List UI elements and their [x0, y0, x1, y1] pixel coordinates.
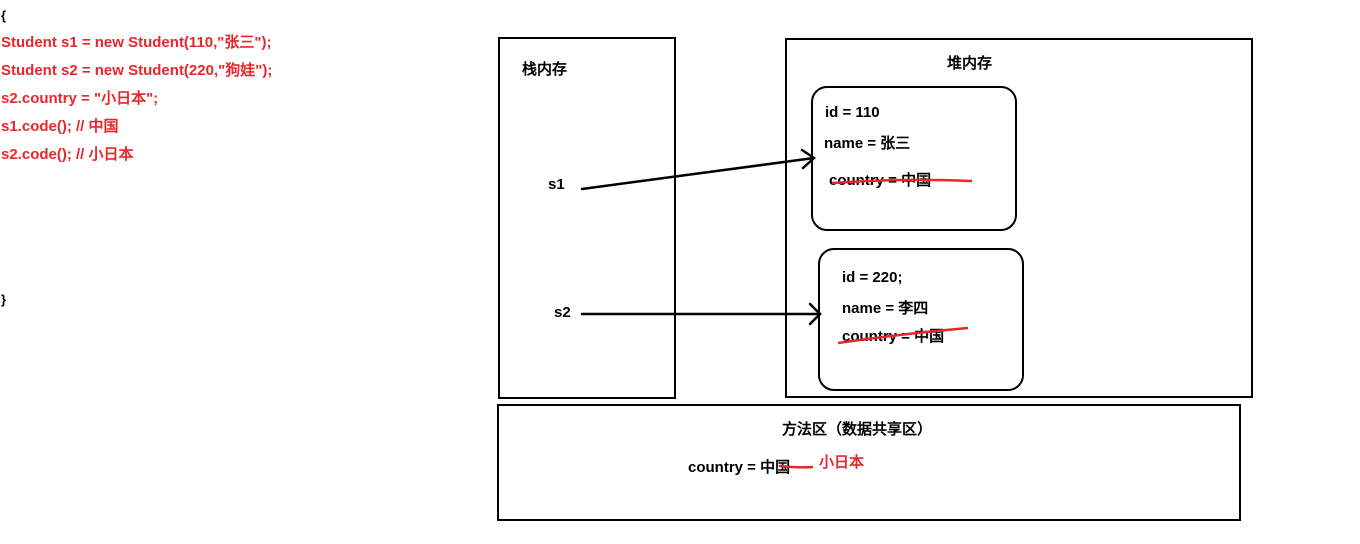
obj1-id: id = 110: [825, 104, 880, 121]
code-line-3: s2.country = "小日本";: [1, 90, 159, 107]
heap-object-s2: [818, 248, 1024, 391]
stack-var-s2: s2: [554, 304, 571, 321]
arrow-s2-to-object: [580, 302, 822, 326]
method-area-title: 方法区（数据共享区）: [782, 421, 933, 438]
code-line-1: Student s1 = new Student(110,"张三");: [1, 34, 272, 51]
obj1-name: name = 张三: [824, 135, 911, 152]
heap-memory-box: [785, 38, 1253, 398]
code-brace-close: }: [1, 292, 7, 307]
stack-memory-box: [498, 37, 676, 399]
obj2-id: id = 220;: [842, 269, 903, 286]
stack-memory-title: 栈内存: [522, 61, 568, 78]
method-area-box: [497, 404, 1241, 521]
obj2-name: name = 李四: [842, 300, 929, 317]
code-line-5: s2.code(); // 小日本: [1, 146, 134, 163]
code-brace-open: {: [1, 8, 7, 23]
method-area-new-value: 小日本: [819, 454, 865, 471]
stack-var-s1: s1: [548, 176, 565, 193]
code-line-2: Student s2 = new Student(220,"狗娃");: [1, 62, 273, 79]
method-area-country: country = 中国: [688, 459, 791, 476]
code-line-4: s1.code(); // 中国: [1, 118, 119, 135]
heap-memory-title: 堆内存: [947, 55, 993, 72]
strike-obj1-country: [831, 178, 973, 185]
strike-obj2-country: [837, 326, 969, 345]
strike-method-country: [779, 464, 814, 469]
arrow-s1-to-object: [580, 148, 817, 191]
